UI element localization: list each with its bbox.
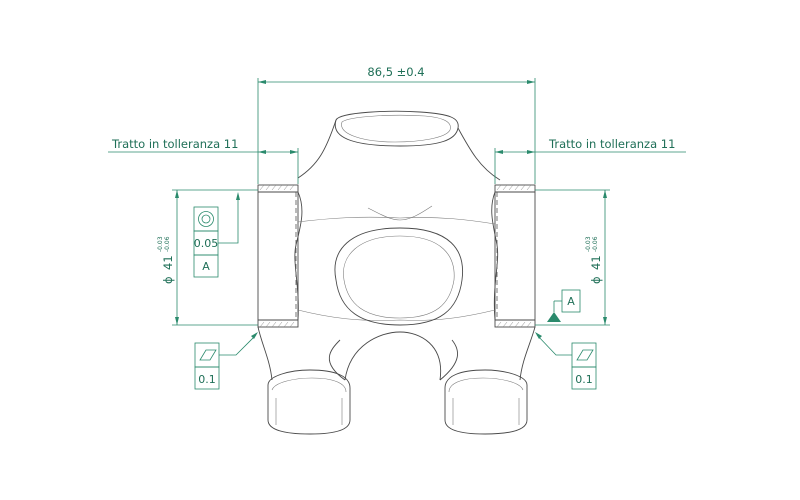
diameter-right-tol-upper: -0.03 bbox=[585, 236, 592, 252]
flatness-right-tolerance: 0.1 bbox=[575, 373, 593, 386]
flatness-frame-right: 0.1 bbox=[535, 332, 597, 390]
concentricity-datum: A bbox=[202, 260, 210, 273]
flatness-icon bbox=[199, 349, 217, 361]
tolerance-note-left: Tratto in tolleranza 11 bbox=[108, 137, 299, 184]
diameter-left-value: 41 bbox=[161, 255, 175, 270]
concentricity-frame: 0.05 A bbox=[193, 192, 240, 278]
diameter-dimension-right: ϕ 41 -0.03 -0.06 bbox=[535, 189, 610, 326]
diameter-dimension-left: ϕ 41 -0.03 -0.06 bbox=[157, 189, 258, 326]
tolerance-note-right-label: Tratto in tolleranza 11 bbox=[548, 137, 675, 151]
flatness-icon bbox=[576, 349, 594, 361]
diameter-right-tol-lower: -0.06 bbox=[592, 236, 599, 252]
overall-dimension: 86,5 ±0.4 bbox=[257, 65, 536, 184]
part-outline bbox=[257, 110, 536, 435]
flatness-frame-left: 0.1 bbox=[194, 332, 258, 390]
datum-marker: A bbox=[547, 289, 581, 322]
diameter-left-tol-lower: -0.06 bbox=[164, 236, 171, 252]
hidden-lines bbox=[295, 192, 498, 320]
tolerance-note-right: Tratto in tolleranza 11 bbox=[494, 137, 686, 184]
overall-dimension-label: 86,5 ±0.4 bbox=[367, 65, 424, 79]
diameter-left-tol-upper: -0.03 bbox=[157, 236, 164, 252]
diameter-left-symbol: ϕ bbox=[161, 276, 175, 284]
concentricity-tolerance: 0.05 bbox=[194, 237, 219, 250]
tolerance-note-left-label: Tratto in tolleranza 11 bbox=[111, 137, 238, 151]
datum-marker-label: A bbox=[567, 295, 575, 308]
diameter-right-symbol: ϕ bbox=[589, 276, 603, 284]
diameter-right-value: 41 bbox=[589, 255, 603, 270]
concentricity-icon bbox=[198, 211, 214, 227]
flatness-left-tolerance: 0.1 bbox=[198, 373, 216, 386]
tolerance-hatch-right bbox=[496, 184, 532, 328]
tolerance-hatch-left bbox=[259, 184, 295, 328]
